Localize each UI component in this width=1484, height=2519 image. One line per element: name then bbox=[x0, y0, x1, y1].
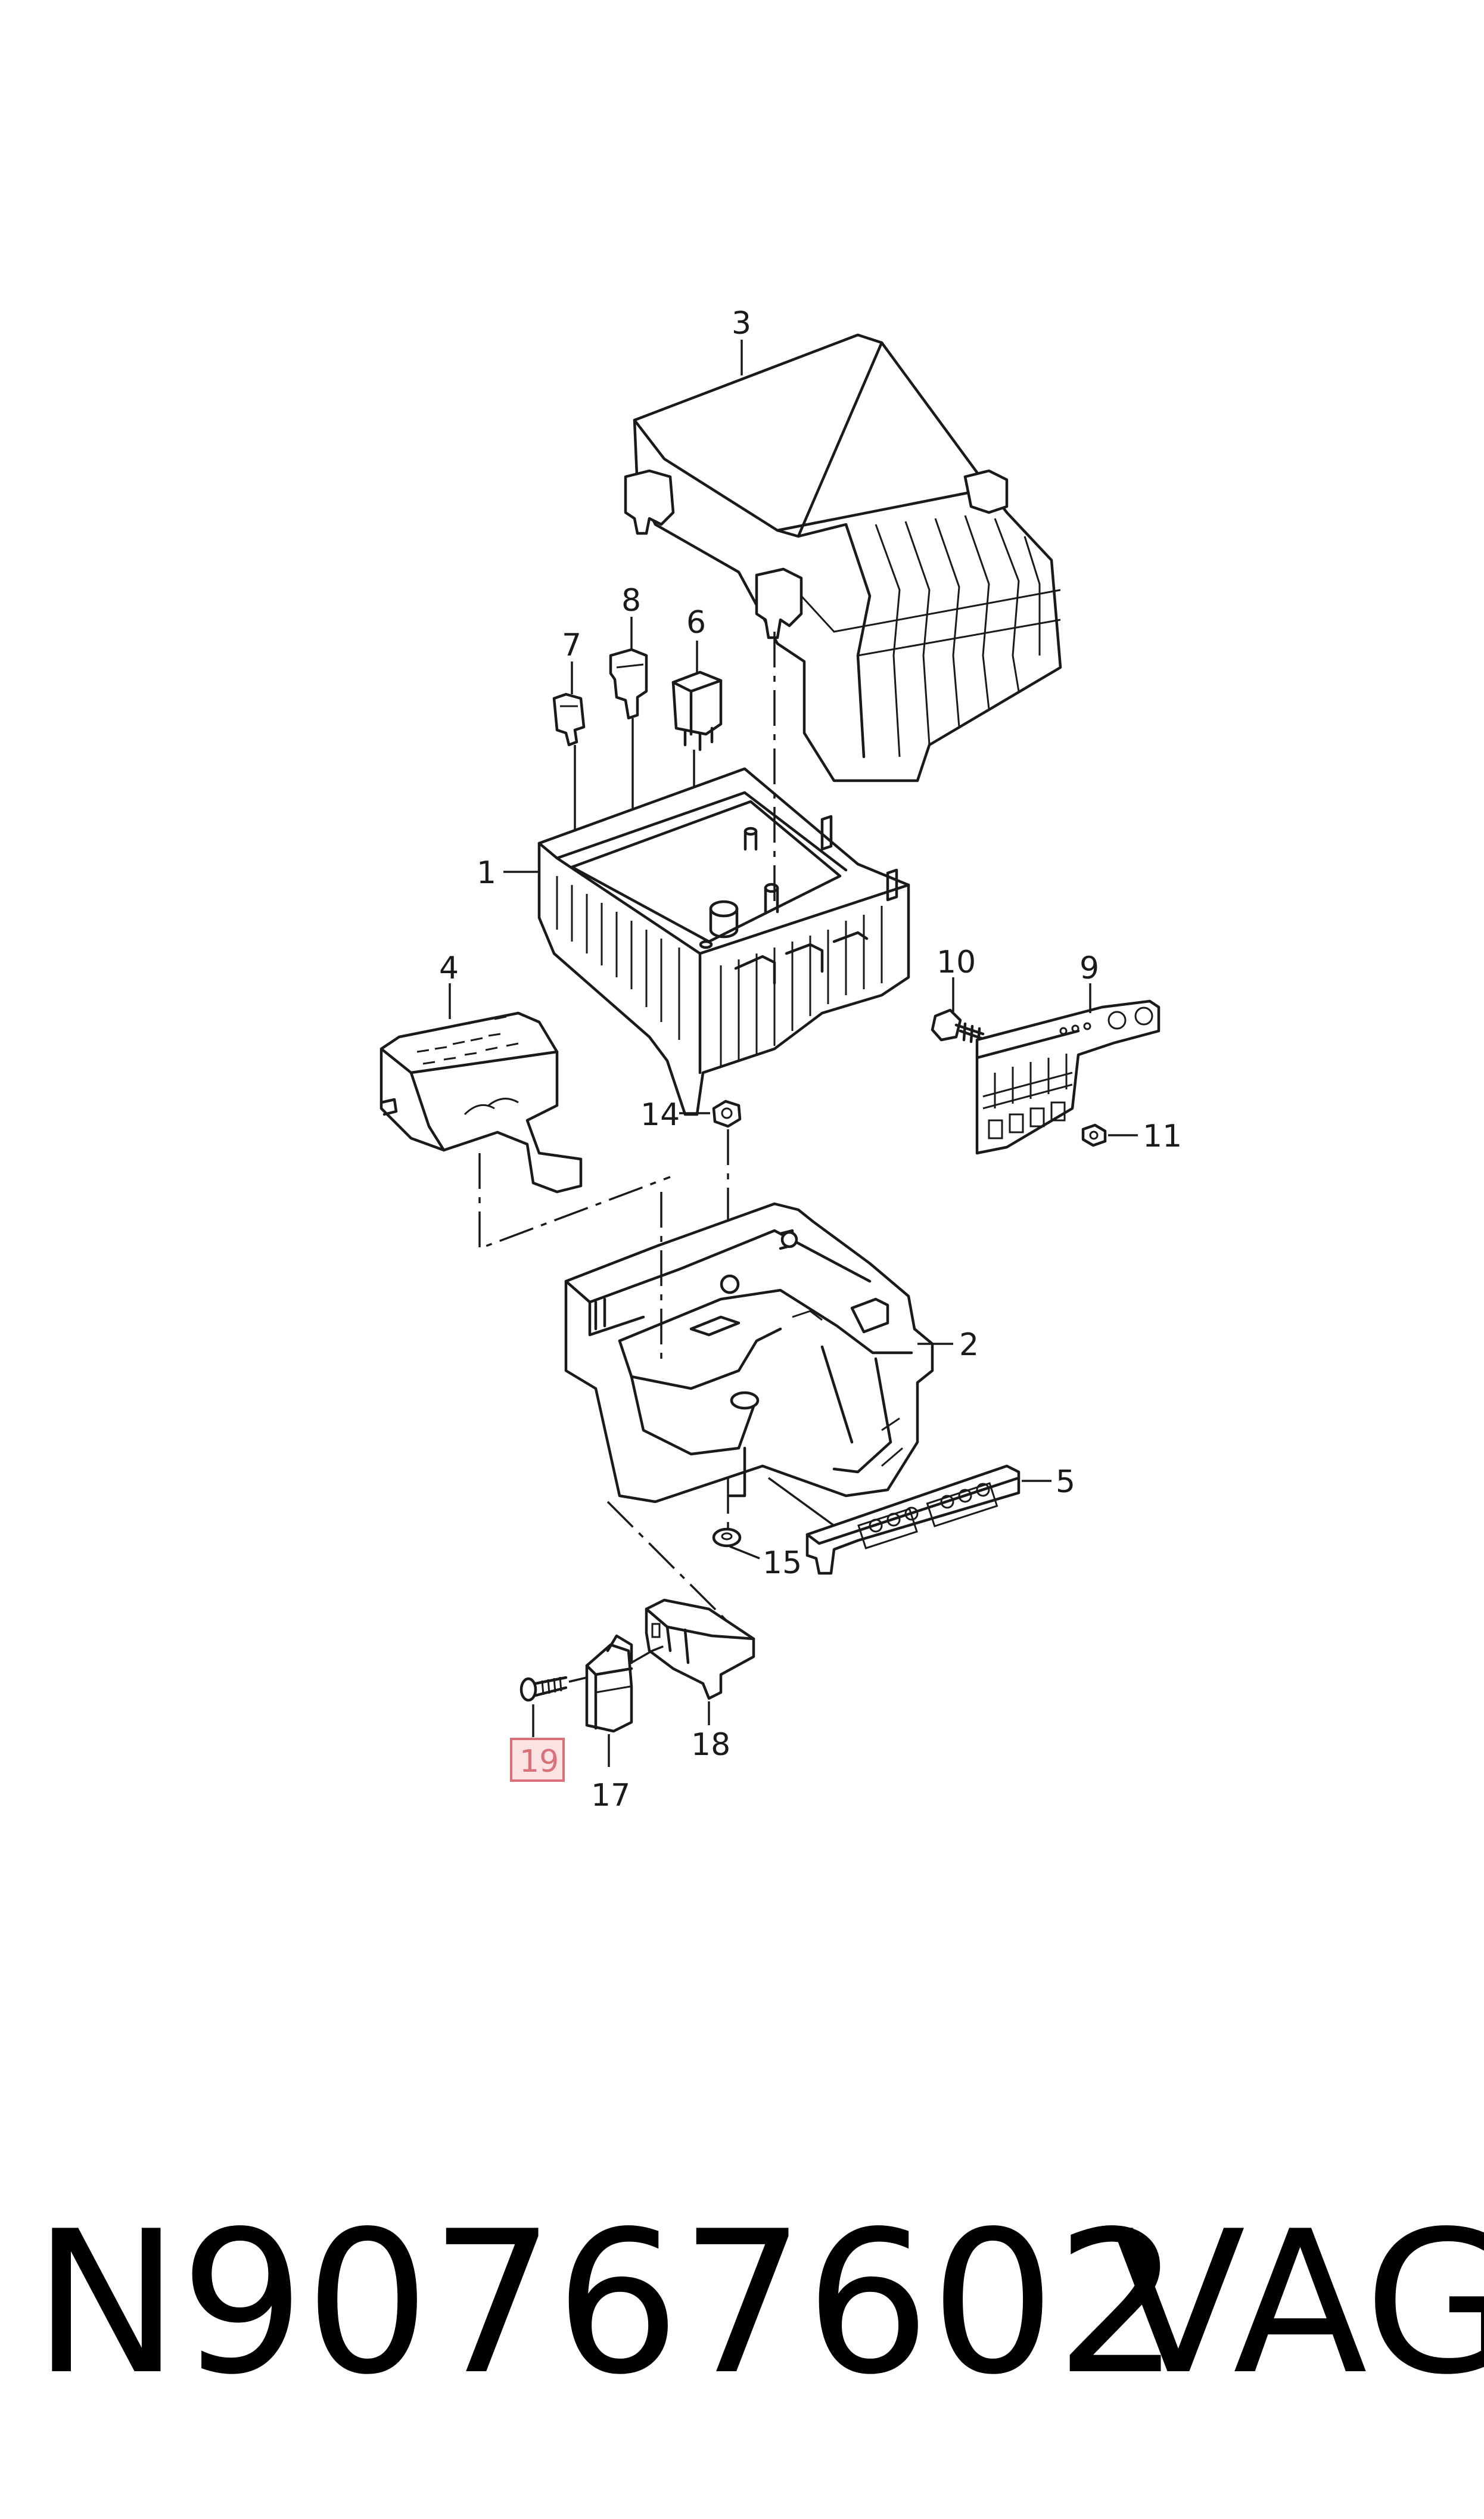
label-14: 14 bbox=[640, 1097, 680, 1133]
label-19: 19 bbox=[519, 1744, 559, 1779]
part-17-relay[interactable] bbox=[585, 1634, 633, 1733]
part-4-cover-cap[interactable] bbox=[379, 1011, 583, 1194]
part-9-fuse-strip[interactable] bbox=[975, 999, 1161, 1155]
label-9: 9 bbox=[1079, 951, 1099, 986]
label-10: 10 bbox=[937, 945, 976, 980]
part-15-washer[interactable] bbox=[712, 1527, 742, 1548]
label-1: 1 bbox=[477, 855, 496, 891]
part-2-bracket[interactable] bbox=[564, 1202, 934, 1504]
part-6-relay[interactable] bbox=[671, 670, 723, 751]
part-1-fuse-box-housing[interactable] bbox=[537, 767, 910, 1116]
part-3-cover[interactable] bbox=[624, 333, 1062, 782]
label-19-highlight[interactable]: 19 bbox=[510, 1738, 565, 1782]
label-2: 2 bbox=[959, 1327, 979, 1363]
label-7: 7 bbox=[562, 628, 581, 663]
brand-name: VAG bbox=[1111, 2189, 1484, 2418]
label-11: 11 bbox=[1143, 1119, 1182, 1154]
label-17: 17 bbox=[591, 1778, 630, 1813]
label-15: 15 bbox=[763, 1545, 802, 1581]
label-18: 18 bbox=[691, 1727, 730, 1763]
part-8-fuse[interactable] bbox=[609, 648, 648, 720]
part-14-nut[interactable] bbox=[712, 1099, 742, 1128]
part-18-holder[interactable] bbox=[645, 1598, 755, 1700]
label-8: 8 bbox=[621, 583, 641, 619]
label-3: 3 bbox=[732, 306, 751, 341]
label-5: 5 bbox=[1056, 1464, 1075, 1500]
label-4: 4 bbox=[439, 951, 459, 986]
part-11-nut[interactable] bbox=[1081, 1123, 1107, 1147]
part-19-screw[interactable] bbox=[519, 1676, 587, 1702]
part-7-mini-fuse[interactable] bbox=[552, 692, 586, 747]
part-5-connector-strip[interactable] bbox=[805, 1464, 1021, 1575]
part-number: N90767602 bbox=[33, 2189, 1181, 2418]
label-6: 6 bbox=[686, 605, 706, 641]
part-10-screw[interactable] bbox=[931, 1008, 986, 1046]
